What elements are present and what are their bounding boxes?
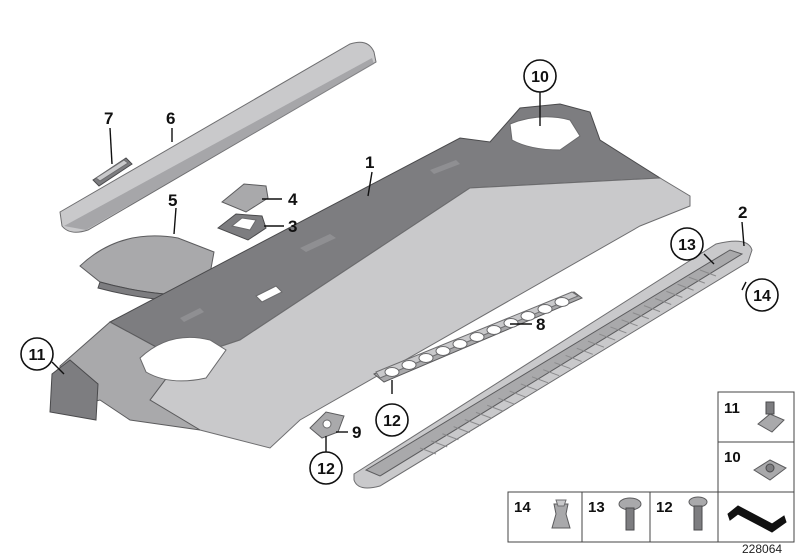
legend-item-10: 10 <box>717 441 795 493</box>
perforation-hole <box>537 304 553 314</box>
circled-callout-12-lower: 12 <box>309 451 343 485</box>
perforation-hole <box>384 367 400 377</box>
circled-callout-14: 14 <box>745 278 779 312</box>
grille-slot <box>554 362 571 370</box>
circled-13-label: 13 <box>678 237 696 254</box>
part-7-clip <box>92 157 133 187</box>
grille-slot <box>464 419 481 426</box>
grille-slot <box>688 276 705 284</box>
grille-slot <box>431 440 448 448</box>
grille-slot <box>419 447 437 455</box>
grille-slot <box>487 404 504 412</box>
legend-14-label: 14 <box>514 499 531 516</box>
document-number: 228064 <box>742 542 782 556</box>
circled-12-upper-label: 12 <box>383 413 401 430</box>
part-8-perforated-strip <box>373 291 583 383</box>
grille-slot <box>677 283 694 291</box>
grille-slot <box>699 269 717 277</box>
grille-slot <box>621 319 638 327</box>
perforation-holes <box>384 297 570 377</box>
part-6-trim-strip <box>59 41 377 233</box>
grille-slot <box>643 305 661 313</box>
grille-slot <box>632 312 649 320</box>
legend-item-11: 11 <box>717 391 795 443</box>
callout-2: 2 <box>738 203 747 222</box>
callout-8: 8 <box>536 315 545 334</box>
callout-1: 1 <box>365 153 374 172</box>
circled-14-label: 14 <box>753 288 771 305</box>
grille-slot <box>655 298 672 305</box>
grille-slot <box>453 426 470 434</box>
callout-6: 6 <box>166 109 175 128</box>
circled-10-label: 10 <box>531 69 549 86</box>
circled-12-lower-label: 12 <box>317 461 335 478</box>
legend-12-label: 12 <box>656 499 673 516</box>
circled-11-label: 11 <box>29 347 46 364</box>
legend-11-label: 11 <box>724 400 740 417</box>
grille-slot <box>565 354 582 362</box>
legend-item-13: 13 <box>581 491 651 543</box>
perforation-hole <box>435 346 451 356</box>
grille-slot <box>531 376 549 384</box>
perforation-hole <box>503 318 519 328</box>
perforation-hole <box>554 297 570 307</box>
legend-item-14: 14 <box>507 491 583 543</box>
part-1-parcel-shelf <box>49 103 691 449</box>
callout-5: 5 <box>168 191 177 210</box>
callout-7: 7 <box>104 109 113 128</box>
grille-slot <box>543 369 560 377</box>
part-3-bracket <box>217 213 267 241</box>
perforation-hole <box>520 311 536 321</box>
grille-slot <box>520 383 537 391</box>
grille-slot <box>610 326 627 334</box>
grille-slot <box>576 347 593 355</box>
grille-slot <box>475 411 493 419</box>
part-2-speaker-grille <box>353 240 753 489</box>
perforation-hole <box>418 353 434 363</box>
callout-4: 4 <box>288 190 298 209</box>
legend-orientation-symbol <box>717 491 795 543</box>
circled-callout-13: 13 <box>670 227 704 261</box>
leader-lines <box>51 92 747 452</box>
perforation-hole <box>486 325 502 335</box>
legend-10-label: 10 <box>724 449 741 466</box>
callout-9: 9 <box>352 423 361 442</box>
circled-callout-10: 10 <box>523 59 557 93</box>
circled-callout-12-upper: 12 <box>375 403 409 437</box>
grille-slot <box>509 390 526 398</box>
perforation-hole <box>401 360 417 370</box>
grille-slot <box>498 397 515 405</box>
grille-slot <box>442 433 459 441</box>
grille-slot <box>666 290 683 298</box>
grille-slot <box>599 333 616 341</box>
perforation-hole <box>469 332 485 342</box>
perforation-hole <box>452 339 468 349</box>
grille-slot <box>587 340 605 348</box>
grille-slots <box>419 269 717 455</box>
circled-callout-11: 11 <box>20 337 54 371</box>
callout-3: 3 <box>288 217 297 236</box>
legend-13-label: 13 <box>588 499 605 516</box>
part-9-plate <box>309 411 345 439</box>
part-4-trim <box>221 183 269 213</box>
legend-item-12: 12 <box>649 491 719 543</box>
